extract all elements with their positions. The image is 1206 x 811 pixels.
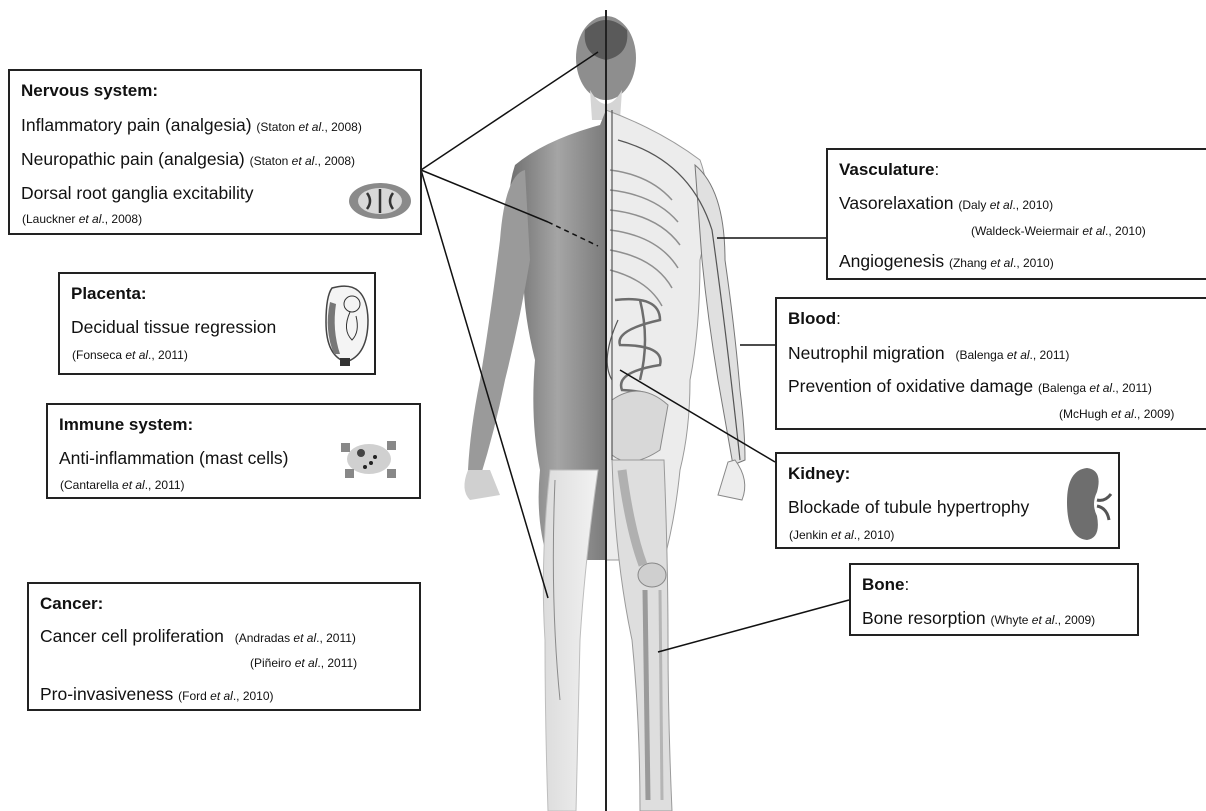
kidney-item-1: Blockade of tubule hypertrophy (788, 497, 1029, 518)
kidney-title: Kidney: (788, 464, 850, 484)
citation: (Piñeiro et al., 2011) (250, 656, 357, 670)
nervous-item-1: Inflammatory pain (analgesia) (Staton et… (21, 115, 362, 136)
left-leg (543, 470, 598, 811)
item-text: Neutrophil migration (788, 343, 945, 363)
vasculature-item-1: Vasorelaxation (Daly et al., 2010) (839, 193, 1053, 214)
citation: (Waldeck-Weiermair et al., 2010) (971, 224, 1146, 238)
citation: (Whyte et al., 2009) (990, 613, 1095, 627)
vasculature-item-3: Angiogenesis (Zhang et al., 2010) (839, 251, 1054, 272)
item-text: Neuropathic pain (analgesia) (21, 149, 245, 169)
citation: (Daly et al., 2010) (958, 198, 1053, 212)
vasculature-box: Vasculature: Vasorelaxation (Daly et al.… (826, 148, 1206, 280)
kidney-icon (1063, 464, 1113, 544)
item-text: Inflammatory pain (analgesia) (21, 115, 252, 135)
mast-cell-icon (335, 433, 405, 485)
citation: (Balenga et al., 2011) (955, 348, 1069, 362)
bone-box: Bone: Bone resorption (Whyte et al., 200… (849, 563, 1139, 636)
bone-item-1: Bone resorption (Whyte et al., 2009) (862, 608, 1095, 629)
item-text: Cancer cell proliferation (40, 626, 224, 646)
item-text: Prevention of oxidative damage (788, 376, 1033, 396)
citation: (Staton et al., 2008) (250, 154, 355, 168)
blood-title: Blood: (788, 309, 841, 329)
nervous-item-2: Neuropathic pain (analgesia) (Staton et … (21, 149, 355, 170)
item-text: Vasorelaxation (839, 193, 953, 213)
blood-item-2: Prevention of oxidative damage (Balenga … (788, 376, 1152, 397)
citation: (Zhang et al., 2010) (949, 256, 1054, 270)
kidney-box: Kidney: Blockade of tubule hypertrophy (… (775, 452, 1120, 549)
bone-title: Bone: (862, 575, 909, 595)
nervous-system-title: Nervous system: (21, 81, 158, 101)
immune-item-1: Anti-inflammation (mast cells) (59, 448, 289, 469)
citation: (Jenkin et al., 2010) (789, 528, 894, 542)
nervous-system-box: Nervous system: Inflammatory pain (analg… (8, 69, 422, 235)
right-leg (612, 460, 672, 811)
immune-system-box: Immune system: Anti-inflammation (mast c… (46, 403, 421, 499)
blood-item-1: Neutrophil migration (Balenga et al., 20… (788, 343, 1069, 364)
fetus-icon (322, 280, 372, 366)
cancer-box: Cancer: Cancer cell proliferation (Andra… (27, 582, 421, 711)
placenta-item-1: Decidual tissue regression (71, 317, 276, 338)
placenta-box: Placenta: Decidual tissue regression (Fo… (58, 272, 376, 375)
citation: (Staton et al., 2008) (256, 120, 361, 134)
immune-system-title: Immune system: (59, 415, 193, 435)
citation: (Ford et al., 2010) (178, 689, 273, 703)
vasculature-title: Vasculature: (839, 160, 939, 180)
cancer-item-1: Cancer cell proliferation (Andradas et a… (40, 626, 356, 647)
cancer-title: Cancer: (40, 594, 103, 614)
placenta-title: Placenta: (71, 284, 147, 304)
citation: (Andradas et al., 2011) (235, 631, 356, 645)
item-text: Bone resorption (862, 608, 986, 628)
citation: (Fonseca et al., 2011) (72, 348, 188, 362)
citation: (Lauckner et al., 2008) (22, 212, 142, 226)
citation: (Balenga et al., 2011) (1038, 381, 1152, 395)
item-text: Pro-invasiveness (40, 684, 173, 704)
item-text: Angiogenesis (839, 251, 944, 271)
citation: (McHugh et al., 2009) (1059, 407, 1174, 421)
spinal-cord-icon (347, 181, 413, 221)
cancer-item-3: Pro-invasiveness (Ford et al., 2010) (40, 684, 274, 705)
citation: (Cantarella et al., 2011) (60, 478, 185, 492)
blood-box: Blood: Neutrophil migration (Balenga et … (775, 297, 1206, 430)
nervous-item-3: Dorsal root ganglia excitability (21, 183, 253, 204)
right-arm (695, 165, 745, 465)
